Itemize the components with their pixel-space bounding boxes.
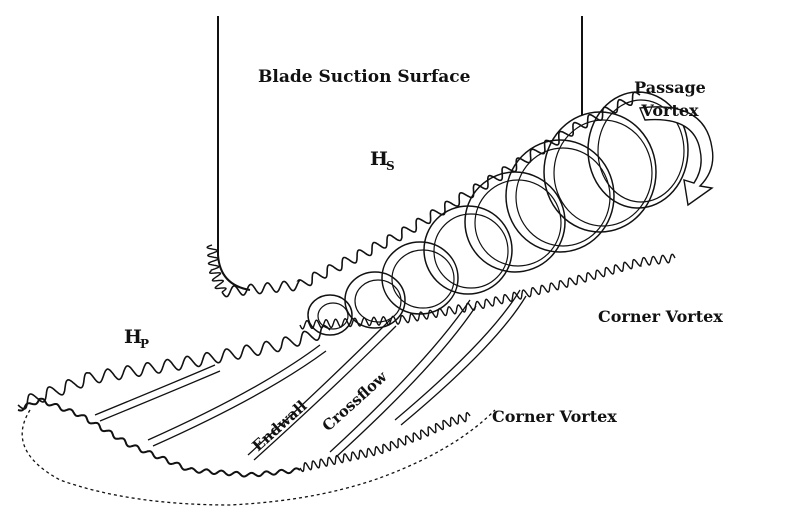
leading-edge-coil bbox=[207, 245, 226, 292]
pressure-side-leg-helix bbox=[18, 326, 330, 409]
passage-vortex-label-line2: Vortex bbox=[640, 101, 699, 120]
endwall-boundary-dotted bbox=[22, 410, 495, 505]
corner-vortex-lower-label: Corner Vortex bbox=[492, 407, 617, 426]
corner-vortex-upper-label: Corner Vortex bbox=[598, 307, 723, 326]
vortex-loop-inner bbox=[554, 120, 652, 226]
streamline-4b bbox=[336, 306, 476, 457]
vortex-loop-inner bbox=[355, 280, 401, 322]
passage-vortex-arrow bbox=[640, 107, 713, 205]
hp-subscript: P bbox=[140, 337, 149, 351]
vortex-loop-outer bbox=[465, 172, 565, 272]
vortex-loop-inner bbox=[392, 250, 454, 308]
suction-side-leg-helix bbox=[222, 92, 640, 296]
streamline-2b bbox=[153, 351, 326, 446]
blade-left-edge bbox=[218, 16, 250, 290]
rotation-arrow-icon bbox=[640, 107, 713, 205]
vortex-loop-outer bbox=[424, 206, 512, 294]
hs-subscript: S bbox=[386, 159, 395, 173]
blade-suction-surface-label: Blade Suction Surface bbox=[258, 67, 471, 87]
vortex-loop-outer bbox=[544, 112, 656, 232]
streamline-2a bbox=[148, 345, 320, 440]
crossflow-streamlines bbox=[95, 290, 526, 460]
blade-outline bbox=[218, 16, 582, 290]
endwall-label: Endwall bbox=[249, 397, 311, 455]
streamline-5a bbox=[395, 290, 520, 420]
passage-vortex-label-line1: Passage bbox=[634, 78, 706, 97]
crossflow-label: Crossflow bbox=[319, 367, 392, 435]
